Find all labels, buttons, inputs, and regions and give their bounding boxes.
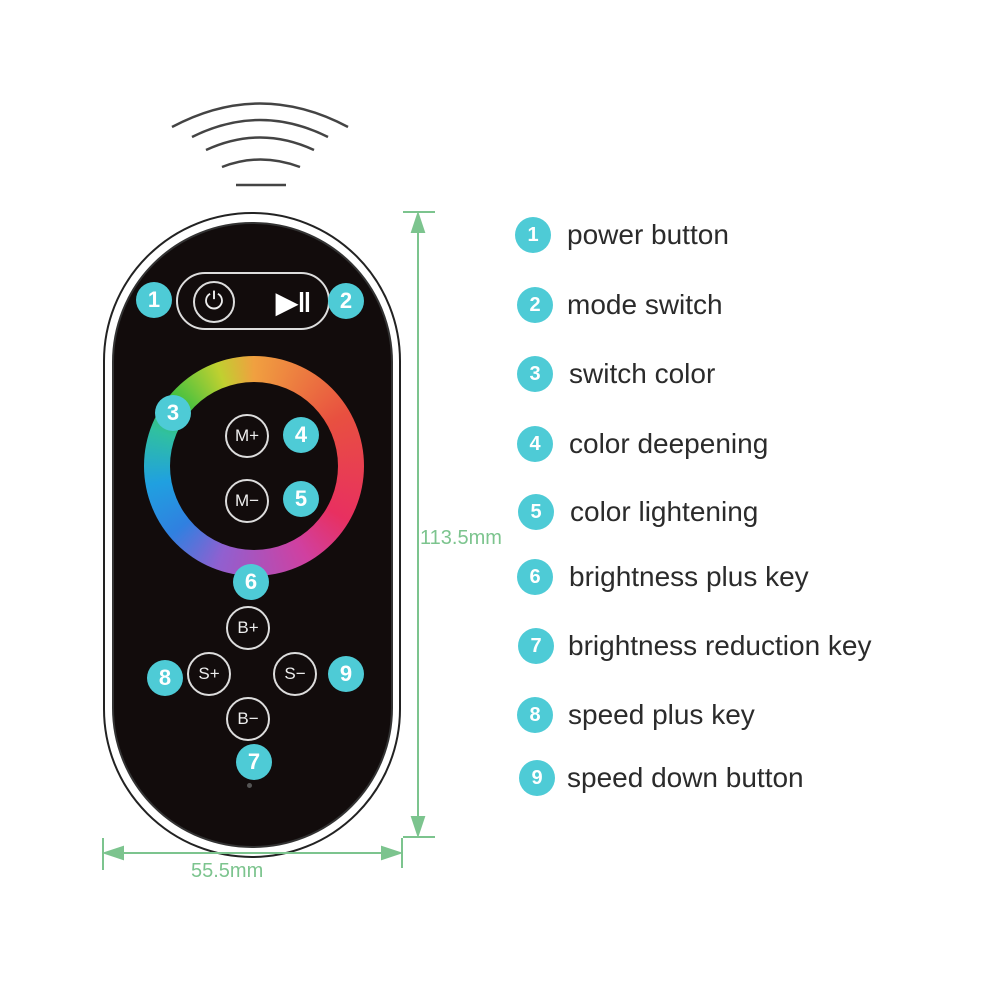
legend-item: 6 brightness plus key — [517, 557, 809, 597]
b-minus-key[interactable]: B− — [226, 697, 270, 741]
legend-badge: 1 — [515, 217, 551, 253]
callout-4: 4 — [283, 417, 319, 453]
legend-label: speed plus key — [568, 699, 755, 730]
legend-label: speed down button — [567, 762, 804, 793]
m-plus-key[interactable]: M+ — [225, 414, 269, 458]
legend-badge: 5 — [518, 494, 554, 530]
legend-badge: 7 — [518, 628, 554, 664]
width-dimension-label: 55.5mm — [191, 860, 264, 882]
legend-label: color deepening — [569, 428, 769, 459]
legend-badge: 4 — [517, 426, 553, 462]
legend-label: mode switch — [567, 289, 723, 320]
callout-6: 6 — [233, 564, 269, 600]
callout-1: 1 — [136, 282, 172, 318]
legend-badge: 3 — [517, 356, 553, 392]
legend-label: color lightening — [570, 496, 759, 527]
height-dimension-label: 113.5mm — [420, 527, 502, 549]
callout-9: 9 — [328, 656, 364, 692]
legend-label: power button — [567, 219, 729, 250]
callout-3: 3 — [155, 395, 191, 431]
s-minus-key[interactable]: S− — [273, 652, 317, 696]
legend-badge: 8 — [517, 697, 553, 733]
legend-badge: 6 — [517, 559, 553, 595]
legend-badge: 2 — [517, 287, 553, 323]
callout-2: 2 — [328, 283, 364, 319]
callout-7: 7 — [236, 744, 272, 780]
legend-label: switch color — [569, 358, 716, 389]
legend-badge: 9 — [519, 760, 555, 796]
callout-5: 5 — [283, 481, 319, 517]
legend-item: 9 speed down button — [519, 758, 804, 798]
legend-item: 5 color lightening — [518, 492, 758, 532]
m-minus-key[interactable]: M− — [225, 479, 269, 523]
power-button[interactable]: ⏻ — [193, 281, 235, 323]
b-plus-key[interactable]: B+ — [226, 606, 270, 650]
s-plus-key[interactable]: S+ — [187, 652, 231, 696]
legend-item: 1 power button — [515, 215, 729, 255]
legend-label: brightness plus key — [569, 561, 809, 592]
callout-8: 8 — [147, 660, 183, 696]
wireless-signal-icon — [171, 102, 349, 187]
legend-item: 7 brightness reduction key — [518, 626, 872, 666]
legend-item: 8 speed plus key — [517, 695, 755, 735]
color-wheel-center — [170, 382, 338, 550]
play-pause-icon[interactable]: ▶‖ — [276, 287, 312, 318]
indicator-led — [247, 783, 252, 788]
legend-item: 4 color deepening — [517, 424, 768, 464]
legend-item: 2 mode switch — [517, 285, 723, 325]
legend-label: brightness reduction key — [568, 630, 872, 661]
legend-item: 3 switch color — [517, 354, 715, 394]
